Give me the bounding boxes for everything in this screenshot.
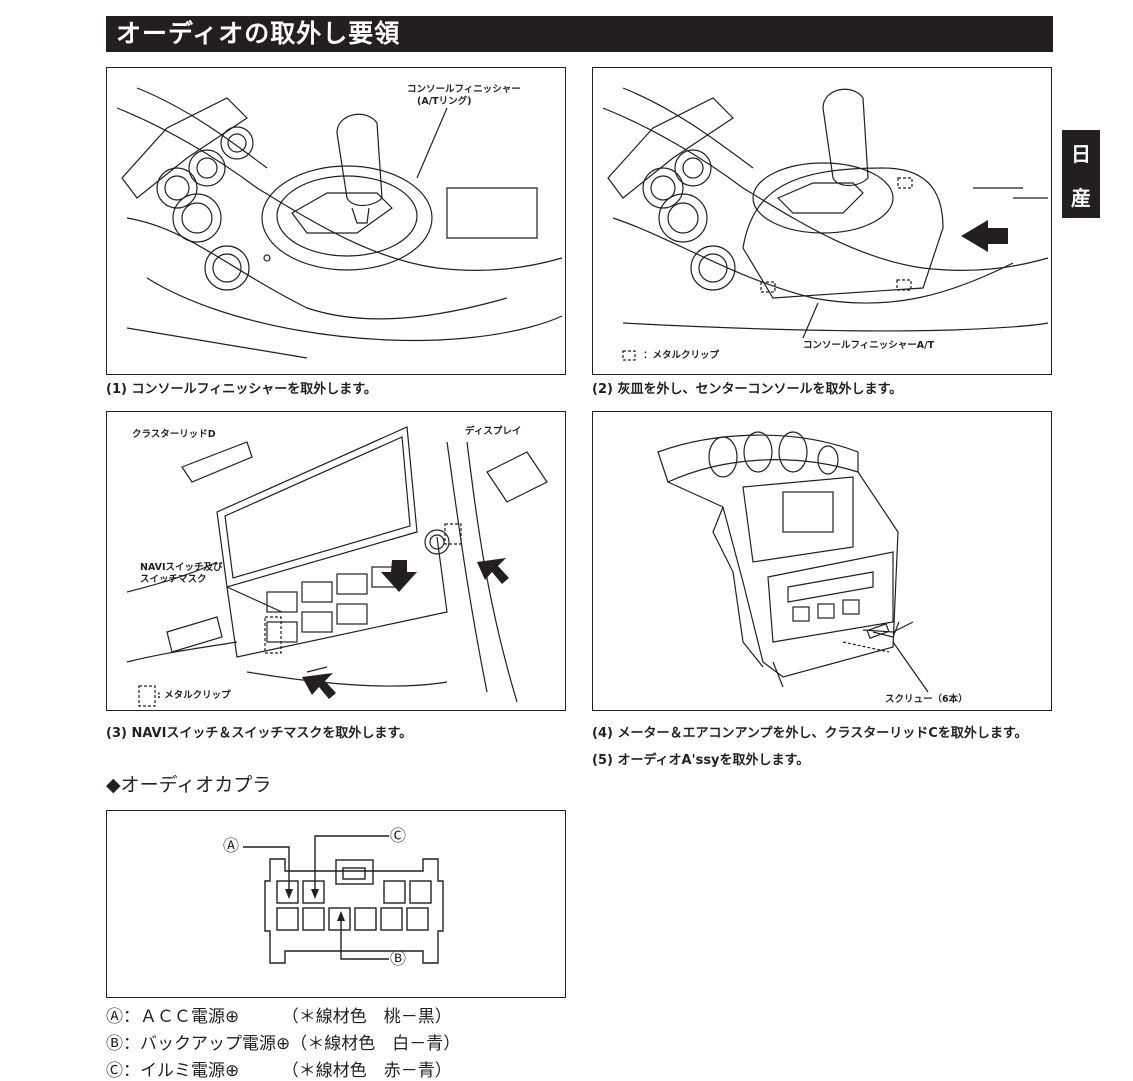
coupler-mark-a: Ⓐ [223,836,240,855]
step2-caption: (2) 灰皿を外し、センターコンソールを取外します。 [592,382,903,397]
step4-caption: (4) メーター＆エアコンアンプを外し、クラスターリッドCを取外します。 [592,726,1028,741]
legend-row-acc: Ⓐ：ＡＣＣ電源⊕ （＊線材色 桃－黒） [106,1007,452,1027]
metal-clip-legend: ：メタルクリップ [643,350,720,361]
at-ring-label: (A/Tリング) [417,96,472,107]
maker-tab: 日 産 [1062,130,1100,218]
navi-switch-label-line1: NAVIスイッチ及び [140,562,223,573]
navi-switch-label-line2: スイッチマスク [140,574,207,585]
step3-illustration: クラスターリッドD ディスプレイ NAVIスイッチ及び スイッチマスク : メタ… [106,411,566,711]
metal-clip-legend: : メタルクリップ [157,690,231,701]
screw-label: スクリュー（6本） [885,694,968,705]
coupler-mark-b: Ⓑ [390,949,407,968]
display-label: ディスプレイ [465,426,522,437]
step3-caption: (3) NAVIスイッチ＆スイッチマスクを取外します。 [106,726,413,741]
maker-tab-char-1: 日 [1071,141,1091,166]
coupler-diagram: Ⓐ Ⓒ Ⓑ [106,810,566,998]
legend-row-backup: Ⓑ：バックアップ電源⊕（＊線材色 白－青） [106,1034,461,1054]
coupler-section-title: ◆オーディオカプラ [106,774,272,796]
page-title: オーディオの取外し要領 [106,16,1053,52]
finisher-at-label: コンソールフィニッシャーA/T [803,340,935,351]
cluster-lid-d-label: クラスターリッドD [132,429,216,440]
legend-row-illumination: Ⓒ：イルミ電源⊕ （＊線材色 赤－青） [106,1061,452,1081]
step1-illustration: コンソールフィニッシャー (A/Tリング) [106,67,566,375]
finisher-label: コンソールフィニッシャー [407,84,521,95]
step4-illustration: スクリュー（6本） [592,411,1052,711]
step1-caption: (1) コンソールフィニッシャーを取外します。 [106,382,377,397]
coupler-mark-c: Ⓒ [390,826,407,845]
step5-caption: (5) オーディオA'ssyを取外します。 [592,753,810,768]
maker-tab-char-2: 産 [1071,185,1091,210]
step2-illustration: コンソールフィニッシャーA/T ：メタルクリップ [592,67,1052,375]
